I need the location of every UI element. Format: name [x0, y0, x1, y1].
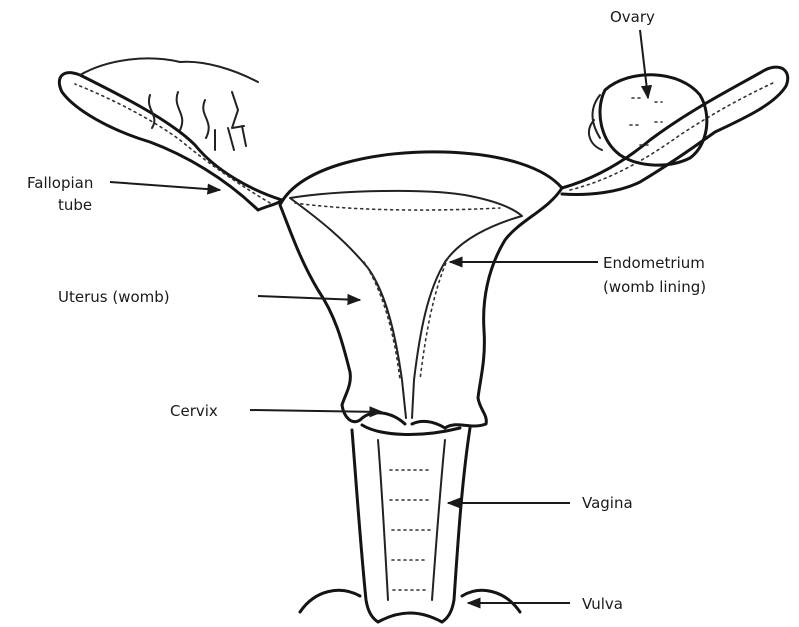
endometrium-label-line2: (womb lining) — [603, 278, 706, 296]
ovary-leader — [640, 30, 648, 98]
vagina-label: Vagina — [582, 494, 633, 512]
uterus-leader — [258, 296, 360, 300]
ovary-shape — [600, 75, 707, 165]
cervix-label: Cervix — [170, 402, 218, 420]
vulva-label: Vulva — [582, 595, 623, 613]
uterine-cavity — [290, 191, 522, 418]
vulva-outline — [300, 590, 520, 612]
vagina-inner — [378, 440, 445, 600]
fallopian-leader — [110, 182, 220, 190]
fallopian-label-line1: Fallopian — [27, 174, 93, 192]
vagina-outline — [352, 428, 470, 622]
left-fimbriae — [80, 58, 258, 150]
endometrium-label-line1: Endometrium — [603, 254, 705, 272]
vagina-rugae — [390, 470, 432, 590]
ovary-label: Ovary — [610, 8, 655, 26]
ovary-follicles — [630, 98, 662, 145]
uterus-label: Uterus (womb) — [58, 288, 170, 306]
fallopian-label-line2: tube — [58, 196, 92, 214]
cervix-outline — [360, 413, 460, 435]
cervix-leader — [250, 410, 382, 412]
left-tube-lumen — [75, 84, 270, 203]
